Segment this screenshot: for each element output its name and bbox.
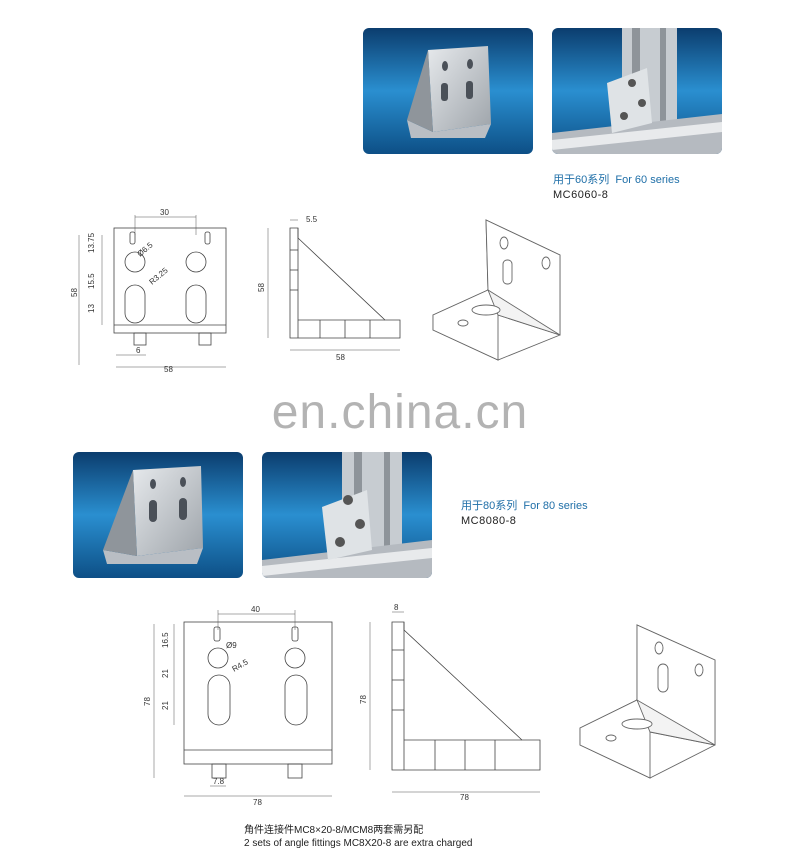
dim-60-side-height: 58 — [257, 283, 266, 292]
photo-bracket-80-mounted — [262, 452, 432, 578]
photo-bracket-60 — [363, 28, 533, 154]
dim-60-hole: Ø6.5 — [136, 240, 155, 258]
dim-80-hole: Ø9 — [226, 641, 237, 650]
dim-60-height: 58 — [70, 288, 79, 297]
model-60: MC6060-8 — [553, 189, 609, 201]
dim-60-slot: R3.25 — [148, 266, 171, 287]
dim-60-spacing: 30 — [160, 208, 169, 217]
model-80: MC8080-8 — [461, 515, 517, 527]
caption-60-series: 用于60系列 For 60 series MC6060-8 — [553, 173, 680, 203]
drawing-80-side: 8 78 78 — [350, 600, 550, 810]
photo-bracket-60-mounted — [552, 28, 722, 154]
dim-60-d2: 15.5 — [87, 273, 96, 289]
caption-80-cn: 用于80系列 — [461, 500, 518, 512]
drawing-60-front: 30 Ø6.5 R3.25 13.75 15.5 13 58 58 6 — [70, 205, 240, 375]
dim-80-height: 78 — [143, 697, 152, 706]
caption-60-en: For 60 series — [615, 174, 680, 186]
dim-80-slot: R4.5 — [231, 657, 251, 674]
dim-80-side-top: 8 — [394, 603, 399, 612]
footnote-cn: 角件连接件MC8×20-8/MCM8两套需另配 — [244, 825, 424, 836]
dim-80-side-height: 78 — [359, 695, 368, 704]
footnote: 角件连接件MC8×20-8/MCM8两套需另配 2 sets of angle … — [244, 824, 472, 850]
photo-bracket-80 — [73, 452, 243, 578]
dim-80-tab: 7.8 — [213, 777, 225, 786]
drawing-60-side: 5.5 58 58 — [250, 210, 410, 370]
dim-80-d1: 16.5 — [161, 632, 170, 648]
dim-80-d3: 21 — [161, 701, 170, 710]
dim-60-width: 58 — [164, 365, 173, 374]
drawing-80-iso — [575, 620, 735, 780]
dim-80-side-width: 78 — [460, 793, 469, 802]
dim-60-tab: 6 — [136, 346, 141, 355]
drawing-60-iso — [428, 215, 578, 365]
caption-80-en: For 80 series — [523, 500, 588, 512]
dim-60-side-top: 5.5 — [306, 215, 318, 224]
footnote-en: 2 sets of angle fittings MC8X20-8 are ex… — [244, 838, 473, 849]
dim-80-width: 78 — [253, 798, 262, 807]
dim-60-d1: 13.75 — [87, 232, 96, 253]
dim-80-spacing: 40 — [251, 605, 260, 614]
dim-80-d2: 21 — [161, 669, 170, 678]
dim-60-d3: 13 — [87, 304, 96, 313]
watermark: en.china.cn — [271, 386, 529, 439]
caption-60-cn: 用于60系列 — [553, 174, 610, 186]
caption-80-series: 用于80系列 For 80 series MC8080-8 — [461, 499, 588, 529]
drawing-80-front: 40 Ø9 R4.5 16.5 21 21 78 78 7.8 — [140, 600, 340, 810]
dim-60-side-width: 58 — [336, 353, 345, 362]
